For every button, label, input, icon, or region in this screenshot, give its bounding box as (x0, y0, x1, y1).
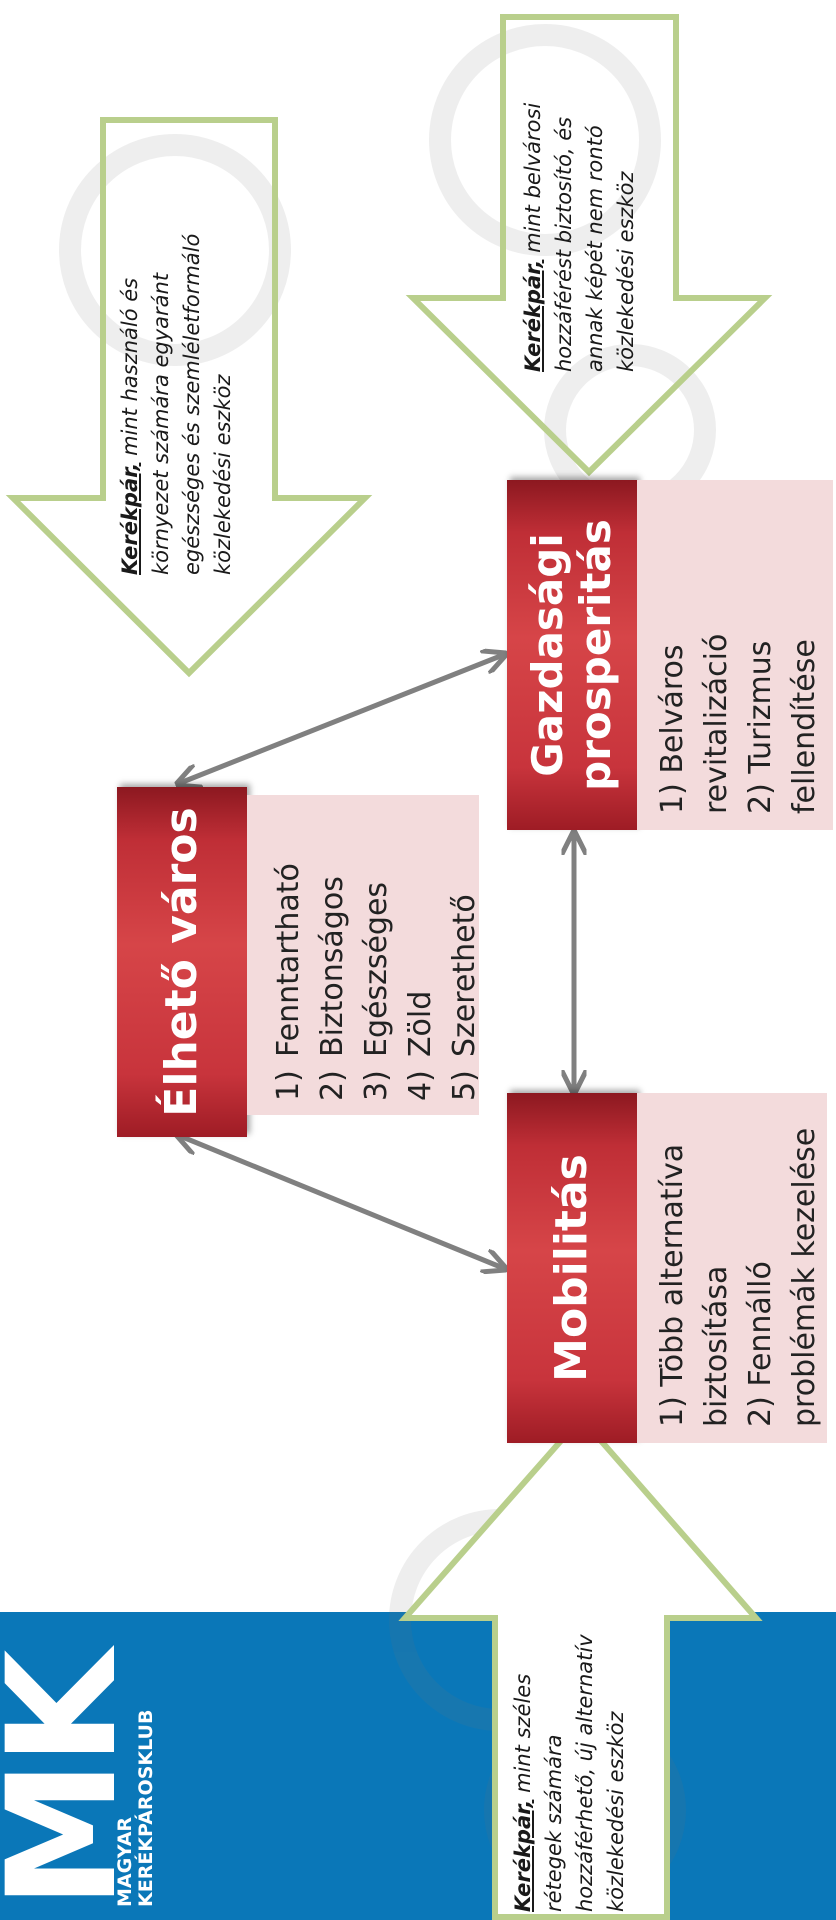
center-list: 1)Fenntartható 2)Biztonságos 3)Egészsége… (267, 809, 487, 1101)
center-title: Élhető város (155, 807, 207, 1117)
center-list-item: 3)Egészséges (359, 881, 394, 1101)
center-list-item: 4)Zöld (403, 990, 438, 1101)
economy-line: 1) Belváros (655, 644, 690, 815)
callout-1-line: egészséges és szemléletformáló (180, 233, 204, 575)
economy-title-line-2: prosperitás (571, 519, 620, 791)
connector-center-mobility (180, 1136, 503, 1268)
callout-2-line: közlekedési eszköz (614, 171, 638, 372)
mobility-line: 2) Fennálló (743, 1261, 778, 1427)
mobility-list-box: 1) Több alternatíva biztosítása 2) Fenná… (637, 1093, 827, 1443)
callout-1-text: Kerékpár, mint használó és környezet szá… (115, 125, 275, 575)
mobility-line: biztosítása (699, 1265, 734, 1427)
center-list-item: 5)Szerethető (447, 894, 482, 1101)
logo: MK MAGYAR KERÉKPÁROSKLUB (0, 1615, 180, 1915)
center-list-item: 1)Fenntartható (271, 863, 306, 1101)
callout-3-line: közlekedési eszköz (604, 1711, 628, 1912)
mobility-line: problémák kezelése (787, 1127, 822, 1427)
economy-title-box: Gazdasági prosperitás (507, 480, 637, 830)
connector-center-economy (180, 655, 503, 783)
mobility-line: 1) Több alternatíva (655, 1143, 690, 1427)
callout-3-line: Kerékpár, mint széles (511, 1673, 535, 1912)
economy-title-line-1: Gazdasági (522, 533, 572, 777)
callout-1-line: közlekedési eszköz (211, 374, 235, 575)
callout-2-text: Kerékpár, mint belvárosi hozzáférést biz… (518, 22, 678, 372)
callout-3-line: rétegek számára (542, 1734, 566, 1912)
callout-1-line: Kerékpár, mint használó és (118, 277, 142, 575)
center-list-box: 1)Fenntartható 2)Biztonságos 3)Egészsége… (247, 795, 482, 1115)
economy-line: revitalizáció (699, 633, 734, 814)
callout-arrow-1 (5, 117, 373, 678)
callout-arrow-3 (398, 1413, 763, 1920)
callout-arrow-2 (405, 14, 773, 477)
economy-list-box: 1) Belváros revitalizáció 2) Turizmus fe… (637, 480, 833, 830)
callout-3-text: Kerékpár, mint széles rétegek számára ho… (508, 1592, 668, 1912)
callout-2-line: Kerékpár, mint belvárosi (521, 102, 545, 372)
center-title-box: Élhető város (117, 787, 247, 1137)
center-list-item: 2)Biztonságos (315, 876, 350, 1101)
mobility-title-box: Mobilitás (507, 1093, 637, 1443)
logo-line-2: KERÉKPÁROSKLUB (135, 1709, 157, 1907)
economy-line: fellendítése (787, 639, 822, 814)
callout-1-line: környezet számára egyaránt (149, 272, 173, 575)
callout-3-line: hozzáférhető, új alternatív (573, 1634, 597, 1912)
logo-line-1: MAGYAR (114, 1816, 136, 1907)
callout-2-line: hozzáférést biztosító, és (552, 116, 576, 372)
mobility-title: Mobilitás (545, 1154, 597, 1382)
brand-strip (0, 1612, 836, 1920)
callout-2-line: annak képét nem rontó (583, 125, 607, 372)
economy-line: 2) Turizmus (743, 640, 778, 814)
